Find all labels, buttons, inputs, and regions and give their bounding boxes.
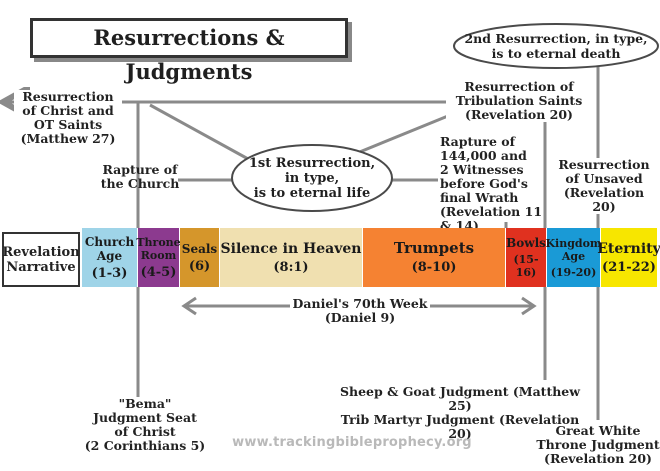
first-resurrection-ellipse — [231, 144, 393, 212]
timeline-segment-ref: (8:1) — [273, 259, 309, 275]
label-bema: "Bema" Judgment Seat of Christ (2 Corint… — [70, 397, 220, 453]
timeline-segment-title: Throne Room — [136, 235, 181, 262]
label-daniels-week: Daniel's 70th Week (Daniel 9) — [290, 297, 430, 325]
timeline-segment-title: Bowls — [506, 236, 546, 250]
label-rapture-144000: Rapture of 144,000 and 2 Witnesses befor… — [440, 134, 543, 233]
timeline-segment-ref: (15-16) — [513, 253, 539, 279]
timeline-segment-title: Trumpets — [393, 239, 475, 257]
timeline-segment-title: Church Age — [84, 234, 135, 263]
page-title: Resurrections & Judgments — [30, 18, 348, 84]
timeline-segment: Throne Room (4-5) — [136, 228, 181, 287]
first-resurrection-text: 1st Resurrection, in type, is to eternal… — [248, 156, 376, 201]
timeline-segment-ref: (8-10) — [411, 260, 457, 275]
timeline-segment-ref: (6) — [188, 258, 211, 274]
timeline-segment-title: Silence in Heaven — [220, 240, 362, 257]
second-resurrection-ellipse — [453, 23, 659, 69]
timeline-segment-title: Revelation Narrative — [2, 244, 80, 275]
timeline-segment: Trumpets (8-10) — [363, 228, 506, 287]
timeline-segment: Eternity (21-22) — [597, 228, 660, 287]
timeline-segment-title: Eternity — [597, 240, 660, 257]
timeline-segment-ref: (1-3) — [91, 265, 128, 281]
timeline-segment-ref: (4-5) — [140, 264, 177, 280]
timeline-segment: Kingdom Age (19-20) — [545, 228, 602, 287]
timeline-segment: Bowls (15-16) — [506, 228, 547, 287]
timeline-segment: Revelation Narrative — [2, 232, 80, 287]
label-great-white-throne: Great White Throne Judgment (Revelation … — [536, 423, 660, 466]
timeline-segment: Silence in Heaven (8:1) — [220, 228, 363, 287]
ellipse-to-christ-line — [149, 103, 251, 162]
timeline-segment-title: Seals — [181, 241, 218, 256]
second-resurrection-text: 2nd Resurrection, in type, is to eternal… — [464, 31, 648, 61]
label-rapture-church: Rapture of the Church — [100, 162, 180, 191]
timeline-segment-title: Kingdom Age — [545, 236, 602, 263]
label-resurrection-trib-saints: Resurrection of Tribulation Saints (Reve… — [446, 80, 592, 122]
watermark: www.trackingbibleprophecy.org — [232, 435, 472, 450]
label-resurrection-unsaved: Resurrection of Unsaved (Revelation 20) — [552, 158, 656, 214]
timeline-segment-ref: (21-22) — [602, 259, 656, 275]
timeline-segment: Church Age (1-3) — [82, 228, 138, 287]
label-resurrection-christ: Resurrection of Christ and OT Saints (Ma… — [14, 90, 122, 146]
timeline-segment: Seals (6) — [180, 228, 220, 287]
timeline-segment-ref: (19-20) — [550, 265, 597, 279]
